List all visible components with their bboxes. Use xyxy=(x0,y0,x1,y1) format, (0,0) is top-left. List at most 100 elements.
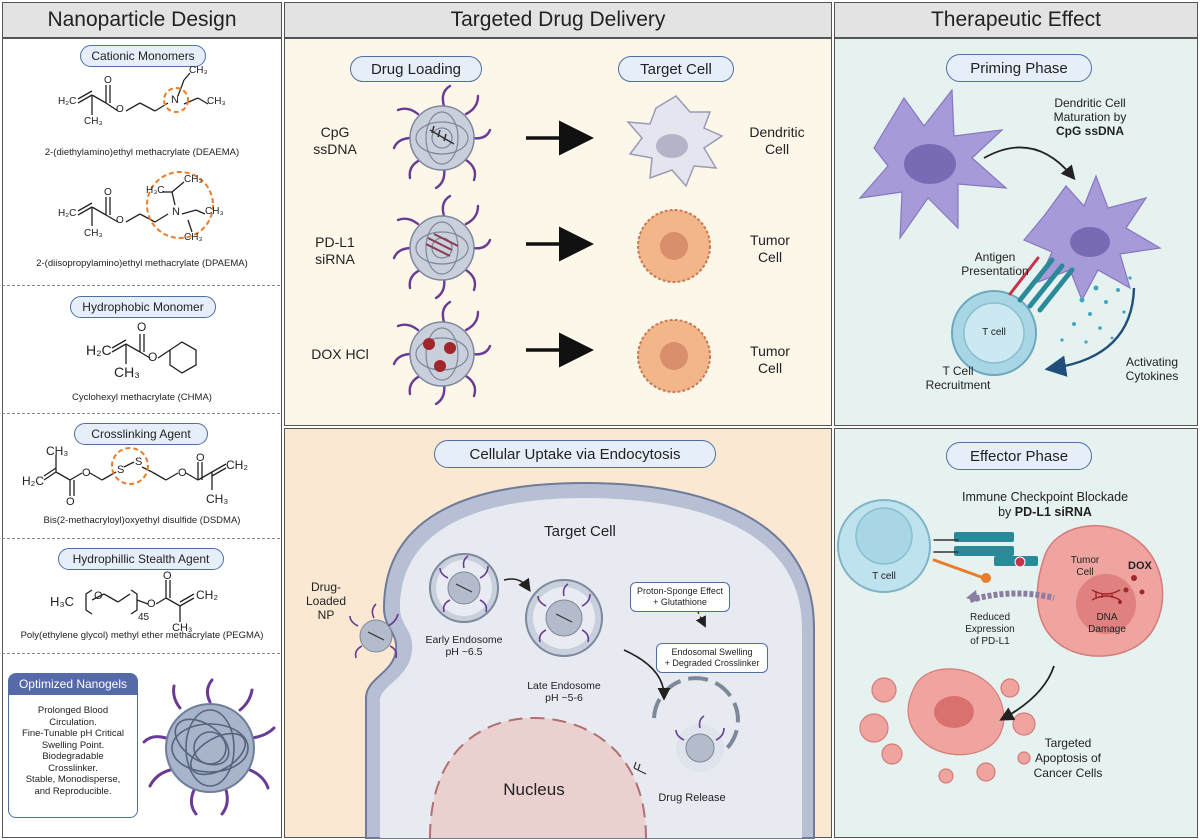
pdl1-sirna-label: PD-L1 siRNA xyxy=(300,234,370,268)
endosome-label-line: Early Endosome xyxy=(425,634,503,646)
chemical-structures xyxy=(43,72,227,622)
drug-name-line: PD-L1 xyxy=(315,234,355,250)
divider xyxy=(2,538,280,539)
property-line: Swelling Point. xyxy=(41,739,105,751)
property-line: Crosslinker. xyxy=(48,762,98,774)
apoptosis-line: Targeted xyxy=(1044,736,1092,750)
drug-delivery-panel xyxy=(284,38,832,426)
pegma-ch3: CH₃ xyxy=(172,622,193,634)
drug-release-label: Drug Release xyxy=(658,792,726,804)
nanogel-illustration xyxy=(142,678,276,816)
chma-ch3: CH₃ xyxy=(114,364,140,380)
maturation-line: Maturation by xyxy=(1053,110,1127,124)
note-line: Endosomal Swelling xyxy=(671,647,753,657)
cell-name-line: Cell xyxy=(757,360,783,376)
dsdma-o2: O xyxy=(82,467,91,479)
endosomal-swelling-note: Endosomal Swelling + Degraded Crosslinke… xyxy=(656,643,768,673)
blockade-by: by xyxy=(998,505,1012,519)
apoptosis-line: Apoptosis of xyxy=(1034,751,1102,765)
header-nanoparticle-design: Nanoparticle Design xyxy=(2,2,282,38)
deaema-o-carbonyl: O xyxy=(104,75,112,86)
activating-cytokines-label: Activating Cytokines xyxy=(1110,355,1194,383)
dna-line: Damage xyxy=(1088,624,1126,635)
drug-name-line: ssDNA xyxy=(313,141,357,157)
dsdma-o1: O xyxy=(66,496,75,508)
hydrophillic-stealth-agent-label: Hydrophillic Stealth Agent xyxy=(58,548,224,570)
dsdma-ch2: CH₂ xyxy=(226,458,248,472)
reduced-pdl1-label: Reduced Expression of PD-L1 xyxy=(950,612,1030,648)
note-line: Proton-Sponge Effect xyxy=(637,586,723,596)
dsdma-o3: O xyxy=(178,467,187,479)
dsdma-s2: S xyxy=(135,456,143,468)
dpaema-o: O xyxy=(116,215,124,226)
maturation-agent: CpG ssDNA xyxy=(1055,124,1124,138)
optimized-nanogels-box: Optimized Nanogels Prolonged Blood Circu… xyxy=(8,673,138,818)
tumor-line: Tumor xyxy=(1070,555,1100,566)
dsdma-o4: O xyxy=(196,452,205,464)
blockade-agent-line: by PD-L1 siRNA xyxy=(950,505,1140,520)
antigen-line: Antigen xyxy=(974,250,1016,264)
chma-o: O xyxy=(148,350,158,364)
deaema-name: 2-(diethylamino)ethyl methacrylate (DEAE… xyxy=(44,147,240,158)
antigen-presentation-label: Antigen Presentation xyxy=(950,250,1040,278)
dpaema-ch3-right: CH₃ xyxy=(205,206,224,217)
cell-name-line: Dendritic xyxy=(749,124,805,140)
priming-illustration xyxy=(858,88,1162,377)
property-line: Circulation. xyxy=(49,716,97,728)
divider xyxy=(2,285,280,286)
deaema-ch3-right: CH₃ xyxy=(207,96,226,107)
cytokine-line: Cytokines xyxy=(1125,369,1179,383)
divider xyxy=(2,653,280,654)
endosome-label-line: pH ~5-6 xyxy=(545,692,583,704)
property-line: Fine-Tunable pH Critical xyxy=(21,728,125,739)
uptake-target-cell-label: Target Cell xyxy=(544,523,616,540)
dox-hcl-label: DOX HCl xyxy=(311,346,369,362)
dpaema-ch3-bottom: CH₃ xyxy=(184,232,203,243)
dsdma-h2c: H₂C xyxy=(22,474,44,488)
chma-o-carbonyl: O xyxy=(137,320,147,334)
recruit-line: T Cell xyxy=(942,364,974,378)
cationic-monomers-label: Cationic Monomers xyxy=(80,45,206,67)
deaema-ch3: CH₃ xyxy=(84,116,103,127)
maturation-line: Dendritic Cell xyxy=(1054,96,1126,110)
dendritic-cell-label: Dendritic Cell xyxy=(732,124,822,158)
drug-delivery-illustration xyxy=(392,84,724,406)
tcell-label: T cell xyxy=(982,327,1006,338)
effector-tcell-label: T cell xyxy=(872,571,896,582)
pegma-h3c: H₃C xyxy=(50,594,75,609)
note-line: + Glutathione xyxy=(653,597,707,607)
chma-name: Cyclohexyl methacrylate (CHMA) xyxy=(72,392,212,403)
chma-h2c: H₂C xyxy=(86,342,112,358)
nucleus-label: Nucleus xyxy=(503,780,565,799)
property-line: Biodegradable xyxy=(42,751,104,762)
tcell-recruitment-label: T Cell Recruitment xyxy=(918,364,998,392)
proton-sponge-note: Proton-Sponge Effect + Glutathione xyxy=(630,582,730,612)
property-line: Stable, Monodisperse, xyxy=(25,774,121,785)
reduced-line: Reduced xyxy=(969,612,1011,623)
deaema-h2c: H₂C xyxy=(58,96,77,107)
dpaema-ch3-top: CH₃ xyxy=(184,174,203,185)
crosslinking-agent-label: Crosslinking Agent xyxy=(74,423,208,445)
target-cell-label: Target Cell xyxy=(618,56,734,82)
endocytosis-illustration xyxy=(349,481,815,839)
pegma-ch2: CH₂ xyxy=(196,588,218,602)
nanoparticle-dox xyxy=(392,300,492,406)
nanoparticle-cpg xyxy=(392,84,492,190)
reduced-line: Expression xyxy=(965,624,1015,635)
dpaema-h2c: H₂C xyxy=(58,208,77,219)
cytokine-line: Activating xyxy=(1125,355,1179,369)
recruit-line: Recruitment xyxy=(925,378,991,392)
pegma-o2: O xyxy=(147,598,156,610)
dendritic-cell xyxy=(626,95,724,188)
priming-phase-title: Priming Phase xyxy=(946,54,1092,82)
tumor-cell-label: Tumor Cell xyxy=(732,232,808,266)
endosome-label-line: pH ~6.5 xyxy=(445,646,483,658)
deaema-o: O xyxy=(116,104,124,115)
cell-name-line: Tumor xyxy=(750,343,790,359)
cell-name-line: Cell xyxy=(764,141,790,157)
dox-label: DOX xyxy=(1128,560,1152,572)
nanoparticle-pdl1 xyxy=(392,194,492,300)
tumor-cell xyxy=(637,319,711,393)
header-targeted-drug-delivery: Targeted Drug Delivery xyxy=(284,2,832,38)
